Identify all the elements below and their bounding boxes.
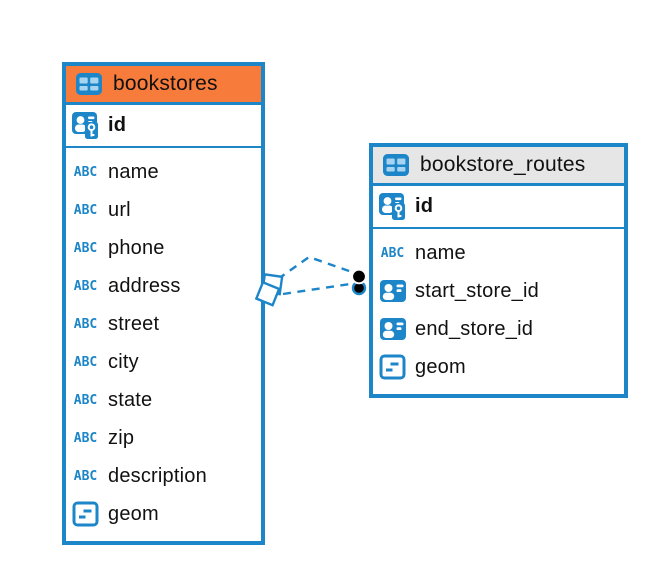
table-header[interactable]: bookstore_routes <box>373 147 624 186</box>
column-row-address[interactable]: ABC address <box>66 267 261 305</box>
column-name: id <box>415 195 434 217</box>
column-row-url[interactable]: ABC url <box>66 191 261 229</box>
primary-key-section: id <box>66 105 261 148</box>
column-name: address <box>108 274 181 297</box>
column-row-phone[interactable]: ABC phone <box>66 229 261 267</box>
column-row-state[interactable]: ABC state <box>66 381 261 419</box>
abc-glyph: ABC <box>73 316 98 332</box>
column-name: start_store_id <box>415 279 539 302</box>
column-name: end_store_id <box>415 317 534 340</box>
table-icon <box>72 72 105 96</box>
text-type-icon: ABC <box>69 317 102 332</box>
column-name: url <box>108 198 131 221</box>
column-row-city[interactable]: ABC city <box>66 343 261 381</box>
column-name: description <box>108 464 207 487</box>
column-row-description[interactable]: ABC description <box>66 457 261 495</box>
geometry-type-icon <box>69 501 102 527</box>
column-row-geom[interactable]: geom <box>66 495 261 533</box>
column-name: city <box>108 350 139 373</box>
table-bookstore-routes[interactable]: bookstore_routes id ABC name start_store_i… <box>369 143 628 398</box>
text-type-icon: ABC <box>69 203 102 218</box>
column-row-zip[interactable]: ABC zip <box>66 419 261 457</box>
column-row-id[interactable]: id <box>373 186 624 227</box>
primary-key-icon <box>376 192 409 221</box>
column-row-name[interactable]: ABC name <box>373 234 624 272</box>
abc-glyph: ABC <box>73 240 98 256</box>
text-type-icon: ABC <box>69 165 102 180</box>
geometry-type-icon <box>376 354 409 380</box>
abc-glyph: ABC <box>73 430 98 446</box>
column-name: zip <box>108 426 135 449</box>
relationship-line-2[interactable] <box>282 282 351 296</box>
column-name: geom <box>415 355 466 378</box>
text-type-icon: ABC <box>69 393 102 408</box>
abc-glyph: ABC <box>73 354 98 370</box>
text-type-icon: ABC <box>69 355 102 370</box>
column-row-id[interactable]: id <box>66 105 261 146</box>
foreign-key-icon <box>376 279 409 303</box>
column-name: state <box>108 388 153 411</box>
text-type-icon: ABC <box>69 431 102 446</box>
primary-key-section: id <box>373 186 624 229</box>
column-row-start_store_id[interactable]: start_store_id <box>373 272 624 310</box>
abc-glyph: ABC <box>73 392 98 408</box>
column-row-name[interactable]: ABC name <box>66 153 261 191</box>
column-name: id <box>108 114 127 136</box>
abc-glyph: ABC <box>380 245 405 261</box>
column-name: phone <box>108 236 165 259</box>
column-name: name <box>415 241 466 264</box>
abc-glyph: ABC <box>73 202 98 218</box>
text-type-icon: ABC <box>69 279 102 294</box>
table-title: bookstores <box>113 72 218 95</box>
column-row-end_store_id[interactable]: end_store_id <box>373 310 624 348</box>
column-name: name <box>108 160 159 183</box>
relationship-endpoint-dots[interactable] <box>351 268 367 296</box>
abc-glyph: ABC <box>73 468 98 484</box>
column-name: street <box>108 312 160 335</box>
relationship-endpoint-squares[interactable] <box>254 273 284 307</box>
column-row-street[interactable]: ABC street <box>66 305 261 343</box>
table-title: bookstore_routes <box>420 153 586 176</box>
table-icon <box>379 153 412 177</box>
column-row-geom[interactable]: geom <box>373 348 624 386</box>
text-type-icon: ABC <box>69 241 102 256</box>
foreign-key-icon <box>376 317 409 341</box>
primary-key-icon <box>69 111 102 140</box>
column-name: geom <box>108 502 159 525</box>
abc-glyph: ABC <box>73 164 98 180</box>
relationship-line-1[interactable] <box>277 255 353 280</box>
text-type-icon: ABC <box>69 469 102 484</box>
abc-glyph: ABC <box>73 278 98 294</box>
table-header[interactable]: bookstores <box>66 66 261 105</box>
text-type-icon: ABC <box>376 246 409 261</box>
